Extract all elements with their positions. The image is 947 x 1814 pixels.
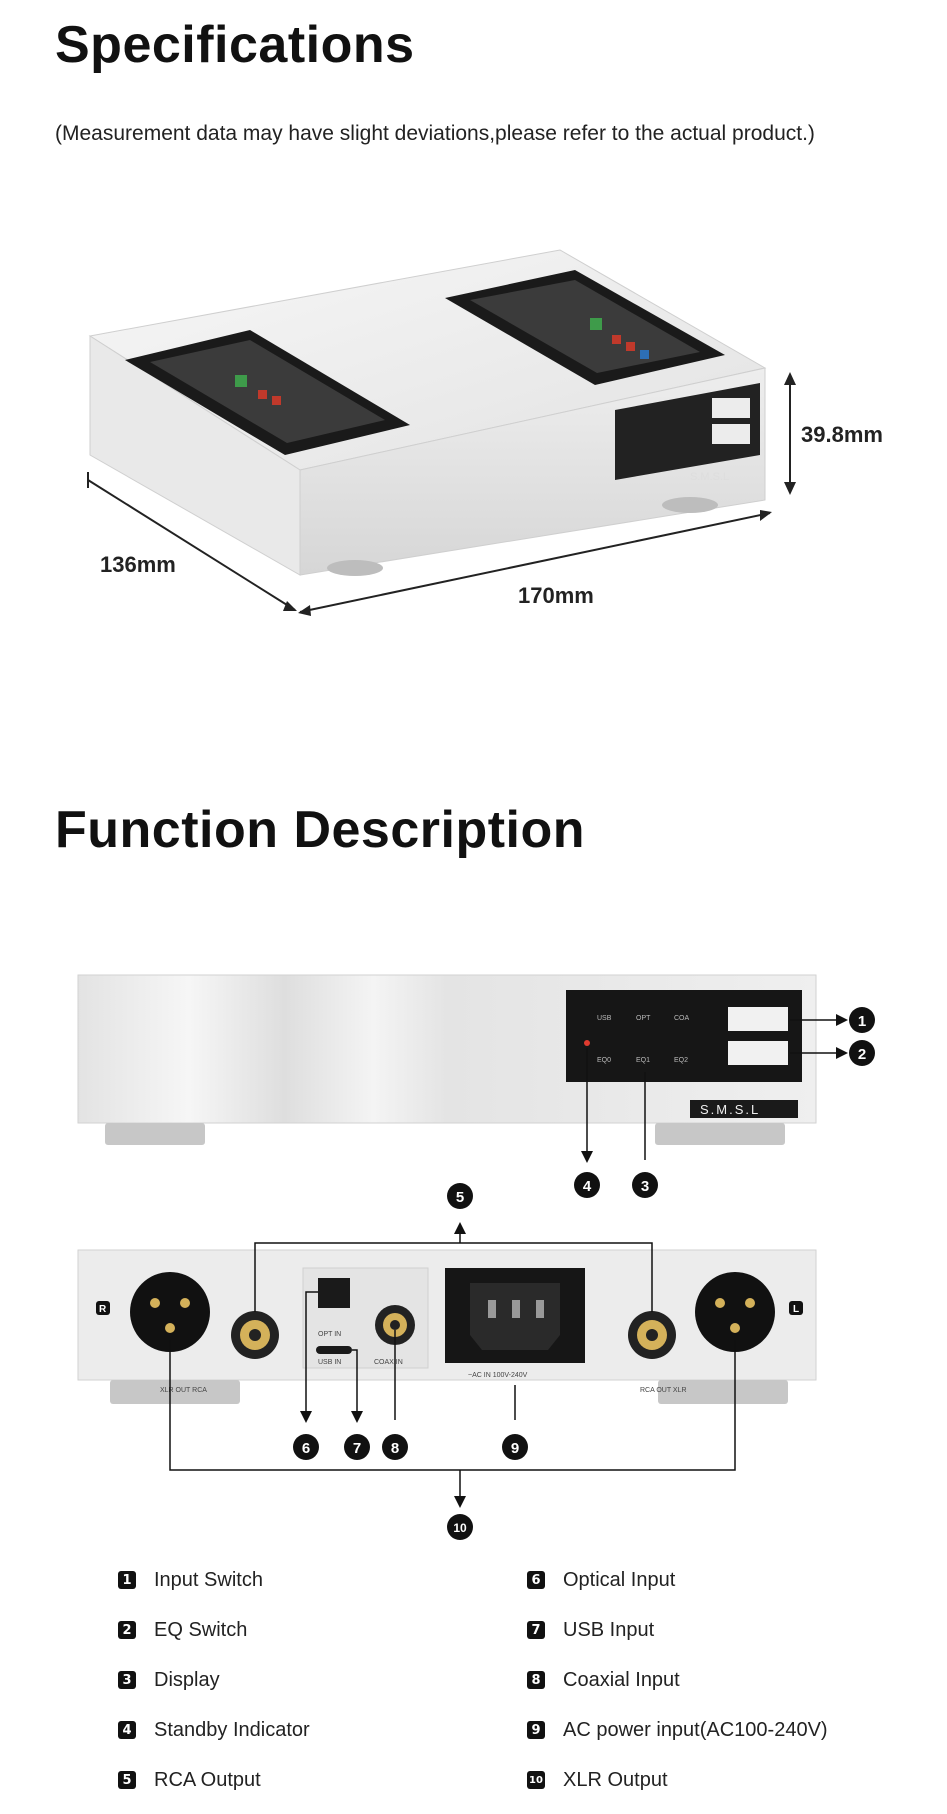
- foot: [662, 497, 718, 513]
- legend-item: 8 Coaxial Input: [527, 1655, 828, 1705]
- usb-in-label: USB IN: [318, 1359, 341, 1366]
- front-panel: USB OPT COA EQ0 EQ1 EQ2 S.M.S.L: [77, 974, 817, 1145]
- width-dimension-line: [299, 512, 771, 613]
- legend-number-badge: 10: [527, 1771, 545, 1789]
- legend-item: 5 RCA Output: [118, 1755, 310, 1805]
- display-label-eq2: EQ2: [674, 1057, 688, 1064]
- legend-label: Coaxial Input: [563, 1668, 680, 1691]
- legend-number-badge: 4: [118, 1721, 136, 1739]
- display-label-coa: COA: [674, 1015, 690, 1022]
- legend-item: 6 Optical Input: [527, 1555, 828, 1605]
- callout-number-4: 4: [583, 1178, 592, 1195]
- callout-number-9: 9: [511, 1440, 519, 1457]
- rear-panel: R L OPT IN USB IN COAX IN ~AC IN 100V-24…: [77, 1249, 817, 1404]
- legend-label: Input Switch: [154, 1568, 263, 1591]
- legend-number-badge: 2: [118, 1621, 136, 1639]
- legend-label: Standby Indicator: [154, 1718, 310, 1741]
- legend-label: RCA Output: [154, 1768, 261, 1791]
- specifications-title: Specifications: [55, 16, 415, 74]
- dimension-depth-label: 136mm: [100, 552, 176, 577]
- measurement-note: (Measurement data may have slight deviat…: [55, 122, 815, 145]
- callout-number-5: 5: [456, 1189, 464, 1206]
- legend-label: Display: [154, 1668, 220, 1691]
- input-switch-button: [728, 1007, 788, 1031]
- channel-right-badge: R: [99, 1304, 107, 1315]
- callout-marker-4: [574, 1172, 600, 1198]
- eq-switch-button: [712, 424, 750, 444]
- legend-label: Optical Input: [563, 1568, 676, 1591]
- callout-marker-8: [382, 1434, 408, 1460]
- legend-column-left: 1 Input Switch 2 EQ Switch 3 Display 4 Stand…: [118, 1555, 310, 1805]
- callout-number-1: 1: [858, 1013, 866, 1030]
- channel-left-badge: L: [793, 1304, 799, 1315]
- callout-marker-2: [849, 1040, 875, 1066]
- legend-item: 1 Input Switch: [118, 1555, 310, 1605]
- legend-item: 10 XLR Output: [527, 1755, 828, 1805]
- callout-marker-1: [849, 1007, 875, 1033]
- depth-dimension-line: [87, 479, 296, 611]
- legend-number-badge: 3: [118, 1671, 136, 1689]
- coax-in-label: COAX IN: [374, 1359, 403, 1366]
- legend-item: 3 Display: [118, 1655, 310, 1705]
- callout-marker-3: [632, 1172, 658, 1198]
- display-label-eq1: EQ1: [636, 1057, 650, 1064]
- legend-number-badge: 7: [527, 1621, 545, 1639]
- display-label-eq0: EQ0: [597, 1057, 611, 1064]
- standby-led: [584, 1040, 590, 1046]
- callout-marker-10: [447, 1514, 473, 1540]
- legend-column-right: 6 Optical Input 7 USB Input 8 Coaxial Input…: [527, 1555, 828, 1805]
- function-description-title: Function Description: [55, 801, 585, 859]
- foot: [327, 560, 383, 576]
- brand-logo: S.M.S.L: [690, 471, 729, 483]
- front-display: [566, 990, 802, 1082]
- legend-number-badge: 5: [118, 1771, 136, 1789]
- legend-item: 2 EQ Switch: [118, 1605, 310, 1655]
- callout-marker-7: [344, 1434, 370, 1460]
- callout-number-8: 8: [391, 1440, 399, 1457]
- legend-item: 4 Standby Indicator: [118, 1705, 310, 1755]
- callout-number-10: 10: [453, 1521, 467, 1535]
- legend-item: 9 AC power input(AC100-240V): [527, 1705, 828, 1755]
- dimension-height-label: 39.8mm: [801, 422, 883, 447]
- display-label-opt: OPT: [636, 1015, 651, 1022]
- input-switch-button: [712, 398, 750, 418]
- rca-out-xlr-label-right: RCA OUT XLR: [640, 1387, 687, 1394]
- eq-switch-button: [728, 1041, 788, 1065]
- callout-number-3: 3: [641, 1178, 649, 1195]
- xlr-output-left: [695, 1272, 775, 1352]
- ac-in-label: ~AC IN 100V-240V: [468, 1372, 528, 1379]
- brand-logo: S.M.S.L: [700, 1102, 760, 1117]
- callout-marker-9: [502, 1434, 528, 1460]
- legend-number-badge: 8: [527, 1671, 545, 1689]
- legend-number-badge: 6: [527, 1571, 545, 1589]
- callout-marker-5: [447, 1183, 473, 1209]
- legend-label: USB Input: [563, 1618, 655, 1641]
- xlr-output-right: [130, 1272, 210, 1352]
- function-legend: 1 Input Switch 2 EQ Switch 3 Display 4 Stand…: [0, 1555, 947, 1805]
- legend-number-badge: 1: [118, 1571, 136, 1589]
- product-3d-illustration: S.M.S.L: [87, 249, 796, 616]
- xlr-out-rca-label-left: XLR OUT RCA: [160, 1387, 207, 1394]
- dimension-width-label: 170mm: [518, 583, 594, 608]
- callout-number-2: 2: [858, 1046, 866, 1063]
- display-label-usb: USB: [597, 1015, 612, 1022]
- legend-item: 7 USB Input: [527, 1605, 828, 1655]
- callout-number-6: 6: [302, 1440, 310, 1457]
- legend-label: AC power input(AC100-240V): [563, 1718, 828, 1741]
- callout-number-7: 7: [353, 1440, 361, 1457]
- usb-input-port: [316, 1346, 352, 1354]
- callout-marker-6: [293, 1434, 319, 1460]
- legend-label: EQ Switch: [154, 1618, 248, 1641]
- optical-input-port: [318, 1278, 350, 1308]
- opt-in-label: OPT IN: [318, 1331, 341, 1338]
- legend-number-badge: 9: [527, 1721, 545, 1739]
- legend-label: XLR Output: [563, 1768, 668, 1791]
- function-diagram: USB OPT COA EQ0 EQ1 EQ2 S.M.S.L R L OPT …: [77, 974, 875, 1540]
